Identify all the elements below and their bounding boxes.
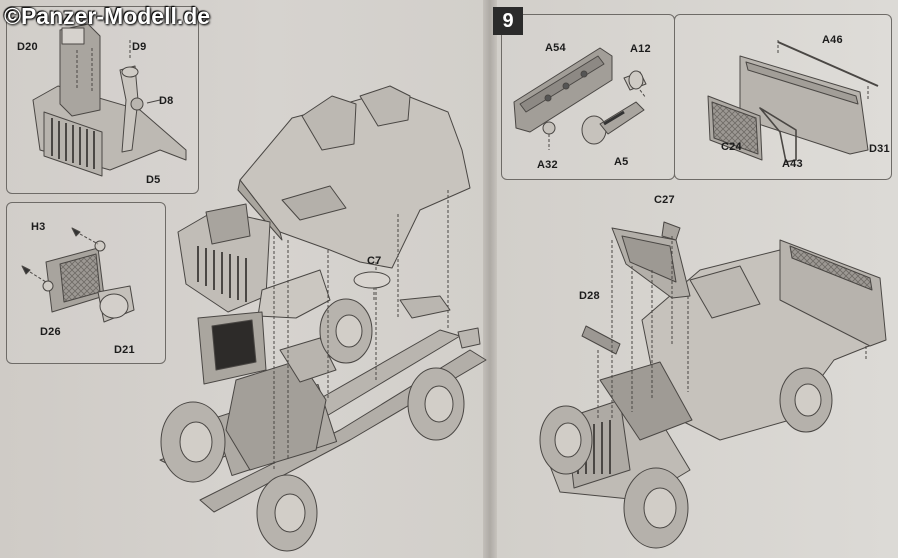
part-label-d26: D26	[40, 326, 61, 338]
part-label-d28: D28	[579, 290, 600, 302]
part-label-d20: D20	[17, 41, 38, 53]
part-label-d5: D5	[146, 174, 161, 186]
part-label-h3: H3	[31, 221, 46, 233]
left-vehicle-drawing	[159, 85, 487, 552]
page-fold	[483, 0, 497, 558]
inset-radiator-drawing	[21, 227, 135, 323]
watermark: ©Panzer-Modell.de	[4, 3, 211, 29]
part-label-a54: A54	[545, 42, 566, 54]
step-number-badge: 9	[493, 7, 523, 35]
inset-b-drawing	[707, 40, 879, 163]
part-label-c7: C7	[367, 255, 382, 267]
part-label-a46: A46	[822, 34, 843, 46]
part-label-c24: C24	[721, 141, 742, 153]
part-label-d9: D9	[132, 41, 147, 53]
right-vehicle-drawing	[539, 221, 887, 549]
inset-grille-drawing	[32, 23, 187, 177]
part-label-a12: A12	[630, 43, 651, 55]
part-label-d8: D8	[159, 95, 174, 107]
part-label-a5: A5	[614, 156, 629, 168]
inset-box-radiator	[6, 202, 166, 364]
part-label-a32: A32	[537, 159, 558, 171]
inset-a-drawing	[513, 47, 647, 150]
part-label-a43: A43	[782, 158, 803, 170]
part-label-c27: C27	[654, 194, 675, 206]
part-label-d31: D31	[869, 143, 890, 155]
part-label-d21: D21	[114, 344, 135, 356]
